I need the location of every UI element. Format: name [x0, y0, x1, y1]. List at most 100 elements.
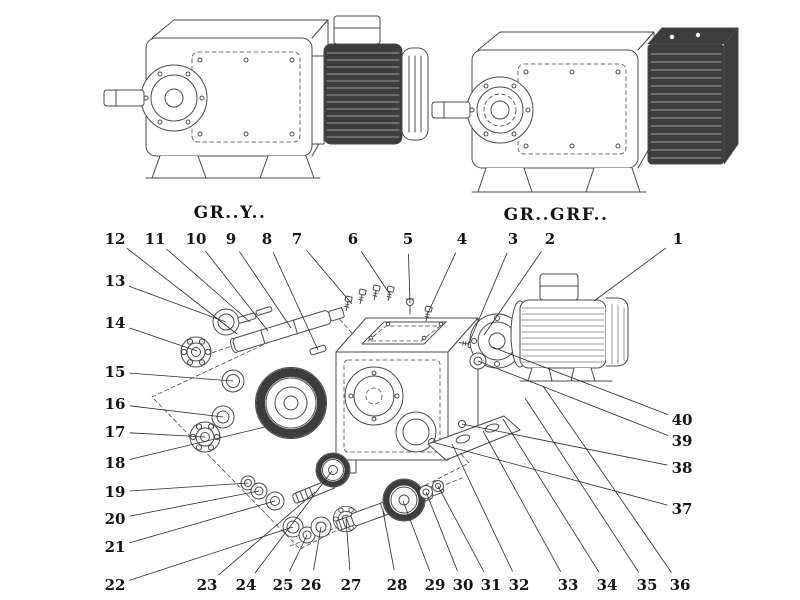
motor-body — [510, 273, 629, 382]
shaft-key-1 — [237, 312, 257, 324]
exploded-view — [151, 273, 629, 550]
stator-fins — [326, 52, 400, 138]
callout-number-27: 27 — [341, 576, 362, 594]
callout-number-10: 10 — [186, 230, 207, 248]
callout-number-38: 38 — [672, 459, 693, 477]
callout-number-18: 18 — [105, 454, 126, 472]
leader-line-5 — [408, 253, 411, 304]
callout-number-33: 33 — [558, 576, 579, 594]
callout-number-21: 21 — [105, 538, 126, 556]
leader-line-11 — [166, 248, 251, 323]
cover-bolt-2 — [356, 288, 367, 305]
callout-number-7: 7 — [292, 230, 302, 248]
leader-lines — [126, 247, 672, 581]
callout-number-35: 35 — [637, 576, 658, 594]
callout-number-9: 9 — [226, 230, 236, 248]
callout-number-14: 14 — [105, 314, 126, 332]
callout-number-31: 31 — [481, 576, 502, 594]
callout-number-16: 16 — [105, 395, 126, 413]
leader-line-26 — [313, 526, 322, 571]
bearing-input — [180, 336, 212, 368]
callout-number-30: 30 — [453, 576, 474, 594]
callout-number-22: 22 — [105, 576, 126, 594]
motor-foot-left — [527, 367, 553, 382]
leader-line-10 — [204, 250, 269, 332]
leader-line-39 — [477, 360, 669, 436]
terminal-box — [333, 15, 381, 45]
foot-right — [259, 155, 315, 179]
terminal-box — [539, 273, 579, 301]
leader-line-2 — [483, 251, 542, 336]
leader-line-18 — [129, 426, 266, 460]
leader-line-9 — [239, 251, 292, 329]
gear-output — [382, 478, 426, 522]
leader-line-14 — [129, 327, 198, 352]
leader-line-17 — [129, 432, 206, 438]
motor-frame — [519, 299, 607, 369]
callout-number-20: 20 — [105, 510, 126, 528]
callout-number-32: 32 — [509, 576, 530, 594]
leader-line-38 — [461, 423, 668, 466]
variant-label-gr-grf: GR..GRF.. — [503, 205, 609, 225]
leader-line-30 — [425, 491, 458, 572]
leader-line-1 — [593, 247, 667, 302]
gear-mid — [315, 452, 351, 488]
motor-assembly — [458, 273, 629, 382]
shaft-key-2 — [255, 306, 273, 316]
leader-line-25 — [289, 534, 308, 572]
leader-line-16 — [129, 405, 224, 418]
motor-stator — [323, 43, 403, 145]
callout-number-36: 36 — [670, 576, 691, 594]
input-shaft — [230, 307, 345, 354]
motor-adapter — [311, 55, 325, 145]
leader-line-21 — [129, 500, 276, 544]
base-plate — [427, 415, 521, 461]
output-shaft-assembly — [282, 478, 445, 544]
leader-line-20 — [129, 490, 260, 517]
leader-line-33 — [482, 430, 562, 573]
foot-right — [585, 167, 641, 193]
housing-top-face — [477, 31, 655, 51]
callout-number-37: 37 — [672, 500, 693, 518]
callout-number-6: 6 — [348, 230, 358, 248]
cover-bolt-4 — [384, 285, 395, 302]
leader-line-8 — [272, 252, 319, 351]
callout-number-28: 28 — [387, 576, 408, 594]
callout-number-39: 39 — [672, 432, 693, 450]
side-plug — [458, 420, 466, 428]
callout-number-25: 25 — [273, 576, 294, 594]
overview-drawing-gr-grf — [431, 27, 739, 193]
callout-number-23: 23 — [197, 576, 218, 594]
leader-line-31 — [437, 485, 485, 572]
leader-line-29 — [402, 500, 431, 572]
callout-number-34: 34 — [597, 576, 618, 594]
leader-line-35 — [524, 397, 640, 573]
leader-line-36 — [542, 385, 672, 573]
leader-line-24 — [254, 470, 333, 574]
leader-line-6 — [360, 251, 390, 294]
callout-number-26: 26 — [301, 576, 322, 594]
leader-line-4 — [427, 252, 457, 314]
fan-cover — [605, 297, 629, 367]
callout-number-40: 40 — [672, 411, 693, 429]
callout-number-12: 12 — [105, 230, 126, 248]
leader-line-40 — [491, 346, 669, 415]
foot-left — [477, 167, 533, 193]
leader-line-37 — [431, 441, 668, 506]
leader-line-3 — [468, 252, 508, 344]
intermediate-gear-assembly — [189, 367, 351, 511]
callout-number-17: 17 — [105, 423, 126, 441]
main-bore — [344, 366, 404, 426]
motor-fins — [521, 307, 605, 363]
inspection-cover — [361, 321, 447, 345]
callout-number-19: 19 — [105, 483, 126, 501]
gear-housing — [319, 284, 521, 474]
callout-number-3: 3 — [508, 230, 518, 248]
callout-number-24: 24 — [236, 576, 257, 594]
leader-line-27 — [345, 518, 351, 571]
cover-bolt-3 — [370, 284, 381, 301]
leader-line-23 — [218, 491, 316, 576]
